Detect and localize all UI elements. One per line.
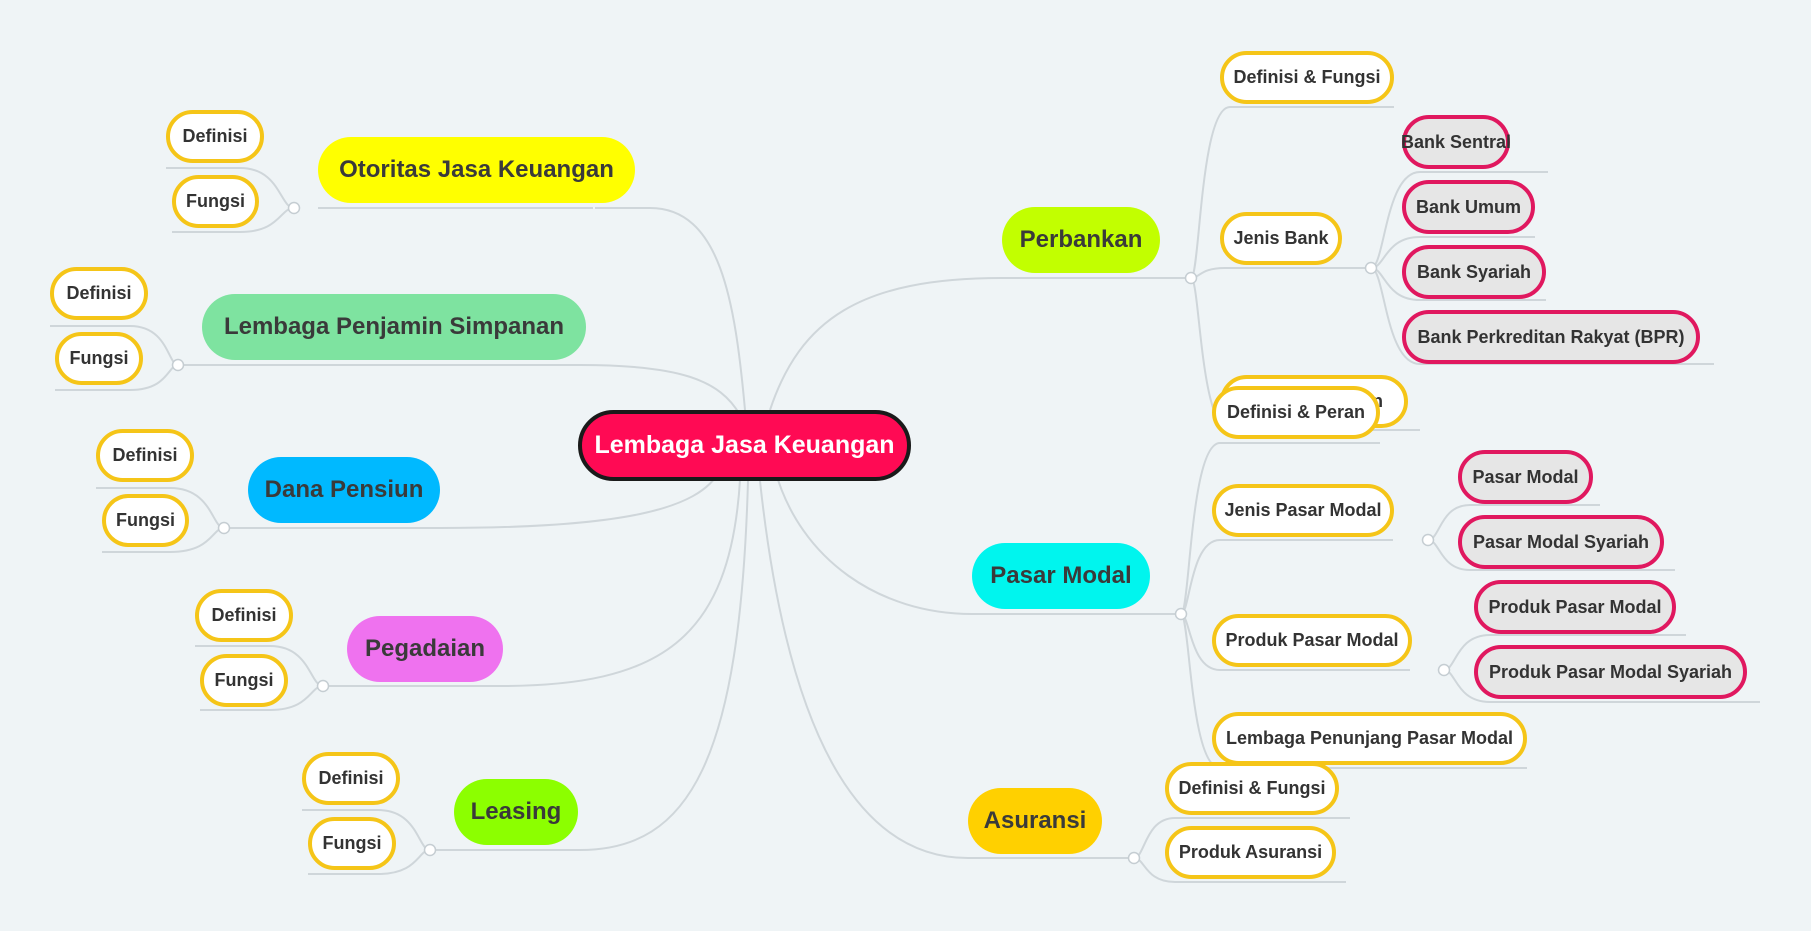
link-jenisbank-leaf <box>1370 171 1714 365</box>
lps-definisi[interactable]: Definisi <box>50 267 148 320</box>
hub-leasing <box>423 843 437 857</box>
link-root-ojk <box>595 207 746 411</box>
link-root-dapen <box>439 469 721 529</box>
branch-lembaga-penjamin-simpanan[interactable]: Lembaga Penjamin Simpanan <box>202 294 586 360</box>
branch-dana-pensiun[interactable]: Dana Pensiun <box>248 457 440 523</box>
hub-dapen <box>217 521 231 535</box>
leaf-bank-syariah[interactable]: Bank Syariah <box>1402 245 1546 299</box>
pasarmodal-definisi-peran[interactable]: Definisi & Peran <box>1212 386 1380 439</box>
branch-pegadaian[interactable]: Pegadaian <box>347 616 503 682</box>
branch-leasing[interactable]: Leasing <box>454 779 578 845</box>
leasing-definisi[interactable]: Definisi <box>302 752 400 805</box>
link-root-pasarmodal <box>774 469 973 615</box>
link-root-leasing <box>577 480 749 851</box>
link-root-asuransi <box>759 480 969 859</box>
dapen-fungsi[interactable]: Fungsi <box>102 494 189 547</box>
pegadaian-definisi[interactable]: Definisi <box>195 589 293 642</box>
leaf-produk-pasar-modal-syariah[interactable]: Produk Pasar Modal Syariah <box>1474 645 1747 699</box>
ojk-definisi[interactable]: Definisi <box>166 110 264 163</box>
link-root-perbankan <box>769 277 1003 411</box>
perbankan-jenis-bank[interactable]: Jenis Bank <box>1220 212 1342 265</box>
hub-jenispm <box>1421 533 1435 547</box>
hub-produkpm <box>1437 663 1451 677</box>
leaf-bank-bpr[interactable]: Bank Perkreditan Rakyat (BPR) <box>1402 310 1700 364</box>
leaf-bank-sentral[interactable]: Bank Sentral <box>1401 115 1511 169</box>
pasarmodal-lembaga-penunjang[interactable]: Lembaga Penunjang Pasar Modal <box>1212 712 1527 765</box>
leaf-produk-pasar-modal[interactable]: Produk Pasar Modal <box>1474 580 1676 634</box>
hub-pasarmodal <box>1174 607 1188 621</box>
branch-pasar-modal[interactable]: Pasar Modal <box>972 543 1150 609</box>
root-node[interactable]: Lembaga Jasa Keuangan <box>578 410 911 481</box>
pasarmodal-jenis[interactable]: Jenis Pasar Modal <box>1212 484 1394 537</box>
pasarmodal-produk[interactable]: Produk Pasar Modal <box>1212 614 1412 667</box>
asuransi-definisi-fungsi[interactable]: Definisi & Fungsi <box>1165 762 1339 815</box>
leaf-bank-umum[interactable]: Bank Umum <box>1402 180 1535 234</box>
hub-lps <box>171 358 185 372</box>
hub-pegadaian <box>316 679 330 693</box>
leaf-pasar-modal[interactable]: Pasar Modal <box>1458 450 1593 504</box>
perbankan-definisi-fungsi[interactable]: Definisi & Fungsi <box>1220 51 1394 104</box>
pegadaian-fungsi[interactable]: Fungsi <box>200 654 288 707</box>
dapen-definisi[interactable]: Definisi <box>96 429 194 482</box>
lps-fungsi[interactable]: Fungsi <box>55 332 143 385</box>
hub-perbankan <box>1184 271 1198 285</box>
leaf-pasar-modal-syariah[interactable]: Pasar Modal Syariah <box>1458 515 1664 569</box>
hub-asuransi <box>1127 851 1141 865</box>
branch-otoritas-jasa-keuangan[interactable]: Otoritas Jasa Keuangan <box>318 137 635 203</box>
asuransi-produk[interactable]: Produk Asuransi <box>1165 826 1336 879</box>
branch-asuransi[interactable]: Asuransi <box>968 788 1102 854</box>
link-root-lps <box>555 364 741 416</box>
ojk-fungsi[interactable]: Fungsi <box>172 175 259 228</box>
hub-ojk <box>287 201 301 215</box>
leasing-fungsi[interactable]: Fungsi <box>308 817 396 870</box>
link-root-pegadaian <box>499 479 741 687</box>
link-pasarmodal-sub <box>1180 442 1527 769</box>
branch-perbankan[interactable]: Perbankan <box>1002 207 1160 273</box>
hub-jenisbank <box>1364 261 1378 275</box>
